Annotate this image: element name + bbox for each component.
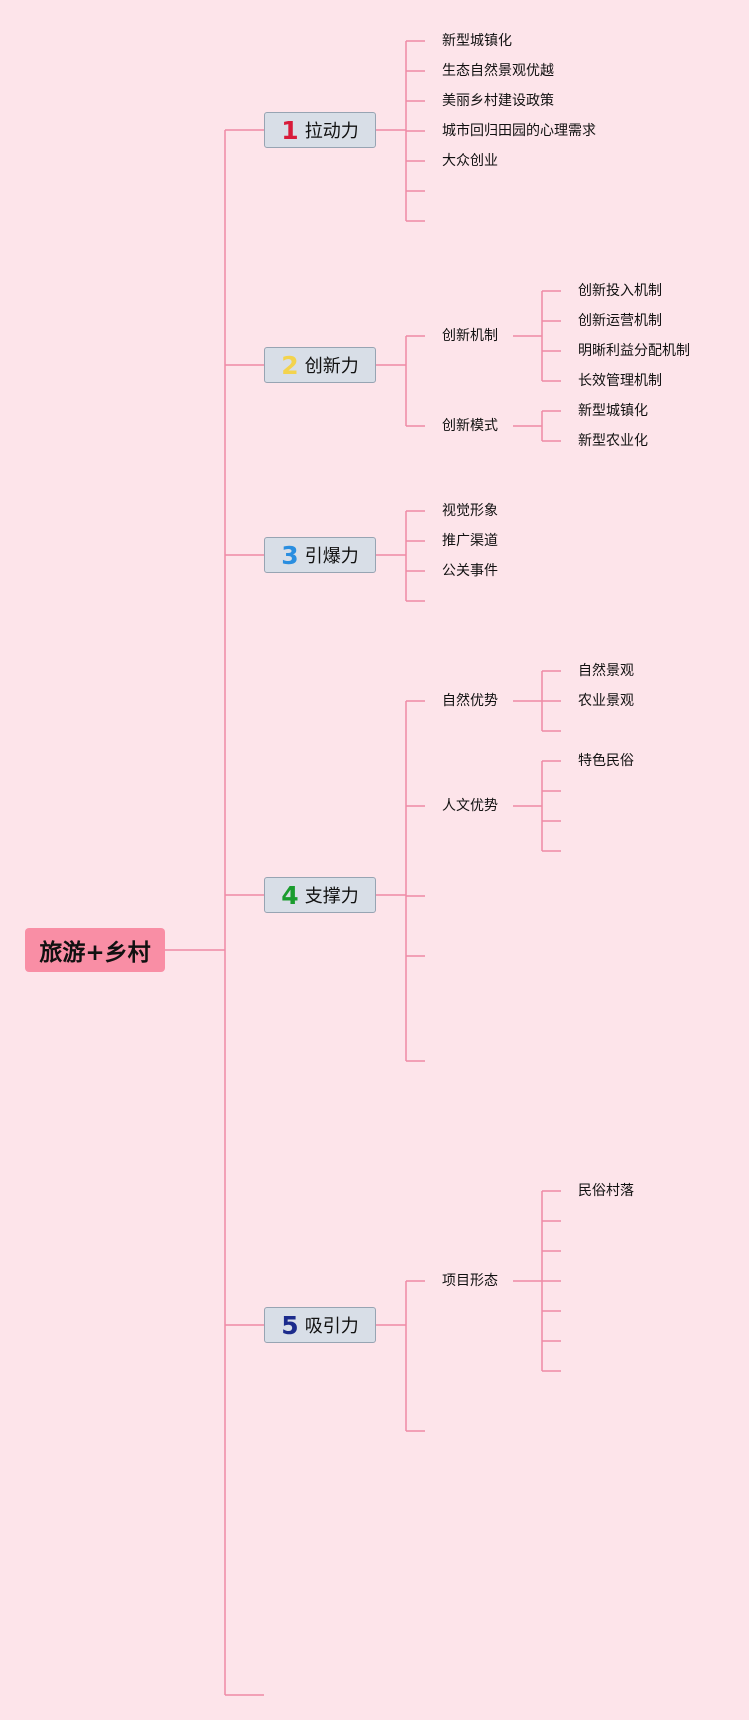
branch-node-3[interactable]: 3 引爆力 — [264, 537, 376, 573]
leaf-item[interactable]: 特色民俗 — [578, 753, 634, 769]
leaf-item[interactable]: 美丽乡村建设政策 — [442, 93, 554, 109]
branch-label-3: 引爆力 — [304, 546, 359, 567]
leaf-item[interactable]: 民俗村落 — [578, 1183, 634, 1199]
sub-node[interactable]: 项目形态 — [442, 1273, 498, 1289]
leaf-item[interactable]: 明晰利益分配机制 — [578, 343, 690, 359]
leaf-item[interactable]: 创新运营机制 — [578, 313, 662, 329]
sub-node[interactable]: 创新机制 — [442, 328, 498, 344]
branch-node-2[interactable]: 2 创新力 — [264, 347, 376, 383]
sub-node[interactable]: 自然优势 — [442, 693, 498, 709]
leaf-item[interactable]: 公关事件 — [442, 563, 498, 579]
leaf-item[interactable]: 长效管理机制 — [578, 373, 662, 389]
leaf-item[interactable]: 新型城镇化 — [578, 403, 648, 419]
branch-number-5: 5 — [281, 1310, 299, 1340]
branch-node-5[interactable]: 5 吸引力 — [264, 1307, 376, 1343]
leaf-item[interactable]: 新型农业化 — [578, 433, 648, 449]
root-node[interactable]: 旅游+乡村 — [25, 928, 165, 972]
branch-node-4[interactable]: 4 支撑力 — [264, 877, 376, 913]
branch-number-2: 2 — [281, 350, 299, 380]
branch-number-3: 3 — [281, 540, 299, 570]
leaf-item[interactable]: 大众创业 — [442, 153, 498, 169]
branch-label-4: 支撑力 — [304, 886, 359, 907]
sub-node[interactable]: 人文优势 — [442, 798, 498, 814]
sub-node[interactable]: 创新模式 — [442, 418, 498, 434]
leaf-item[interactable]: 城市回归田园的心理需求 — [442, 123, 596, 139]
leaf-item[interactable]: 农业景观 — [578, 693, 634, 709]
branch-label-1: 拉动力 — [304, 121, 359, 142]
leaf-item[interactable]: 推广渠道 — [442, 533, 498, 549]
branch-number-4: 4 — [281, 880, 299, 910]
leaf-item[interactable]: 创新投入机制 — [578, 283, 662, 299]
root-label: 旅游+乡村 — [39, 940, 151, 966]
leaf-item[interactable]: 视觉形象 — [442, 503, 498, 519]
branch-label-2: 创新力 — [304, 356, 359, 377]
leaf-item[interactable]: 生态自然景观优越 — [442, 63, 554, 79]
branch-number-1: 1 — [281, 115, 299, 145]
leaf-item[interactable]: 自然景观 — [578, 663, 634, 679]
leaf-item[interactable]: 新型城镇化 — [442, 33, 512, 49]
branch-label-5: 吸引力 — [304, 1316, 359, 1337]
branch-node-1[interactable]: 1 拉动力 — [264, 112, 376, 148]
